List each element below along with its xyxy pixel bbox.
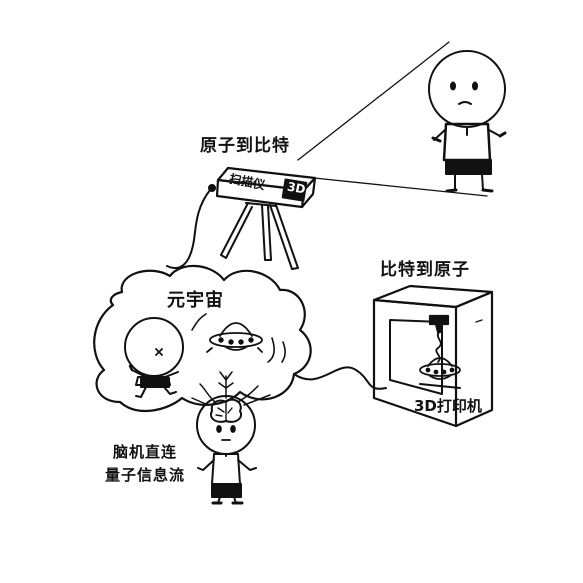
bci-person-shorts [211, 483, 242, 498]
cable-scanner-to-cloud [166, 239, 195, 269]
label-quantum-info-stream: 量子信息流 [105, 466, 186, 484]
3d-scanner [193, 166, 317, 270]
avatar-head [124, 317, 184, 377]
printer-window [389, 319, 443, 395]
scan-beam [297, 41, 488, 197]
3d-printer [372, 284, 494, 428]
avatar-figure [124, 317, 184, 398]
label-brain-computer-link: 脑机直连 [113, 443, 178, 461]
brain-signal-lines [191, 371, 271, 406]
ufo-icon [206, 322, 263, 353]
avatar-shorts [140, 377, 170, 388]
brain-icon [210, 398, 242, 423]
tripod [220, 202, 299, 270]
scanner-cable [193, 189, 211, 241]
scanned-person-head [428, 50, 506, 128]
bci-person-figure [196, 395, 257, 505]
label-atoms-to-bits: 原子到比特 [200, 136, 290, 156]
metaverse-cloud [93, 264, 312, 412]
printer-label: 3D打印机 [414, 397, 482, 415]
scanned-person-figure [428, 50, 507, 193]
printed-ufo-icon [419, 357, 461, 389]
label-bits-to-atoms: 比特到原子 [380, 260, 470, 280]
label-metaverse: 元宇宙 [167, 290, 224, 311]
scanner-3d-badge [281, 178, 308, 202]
printer-top [372, 284, 494, 309]
printer-side [454, 290, 494, 428]
scanned-person-shorts [445, 159, 492, 175]
cable-cloud-to-printer [293, 366, 387, 390]
